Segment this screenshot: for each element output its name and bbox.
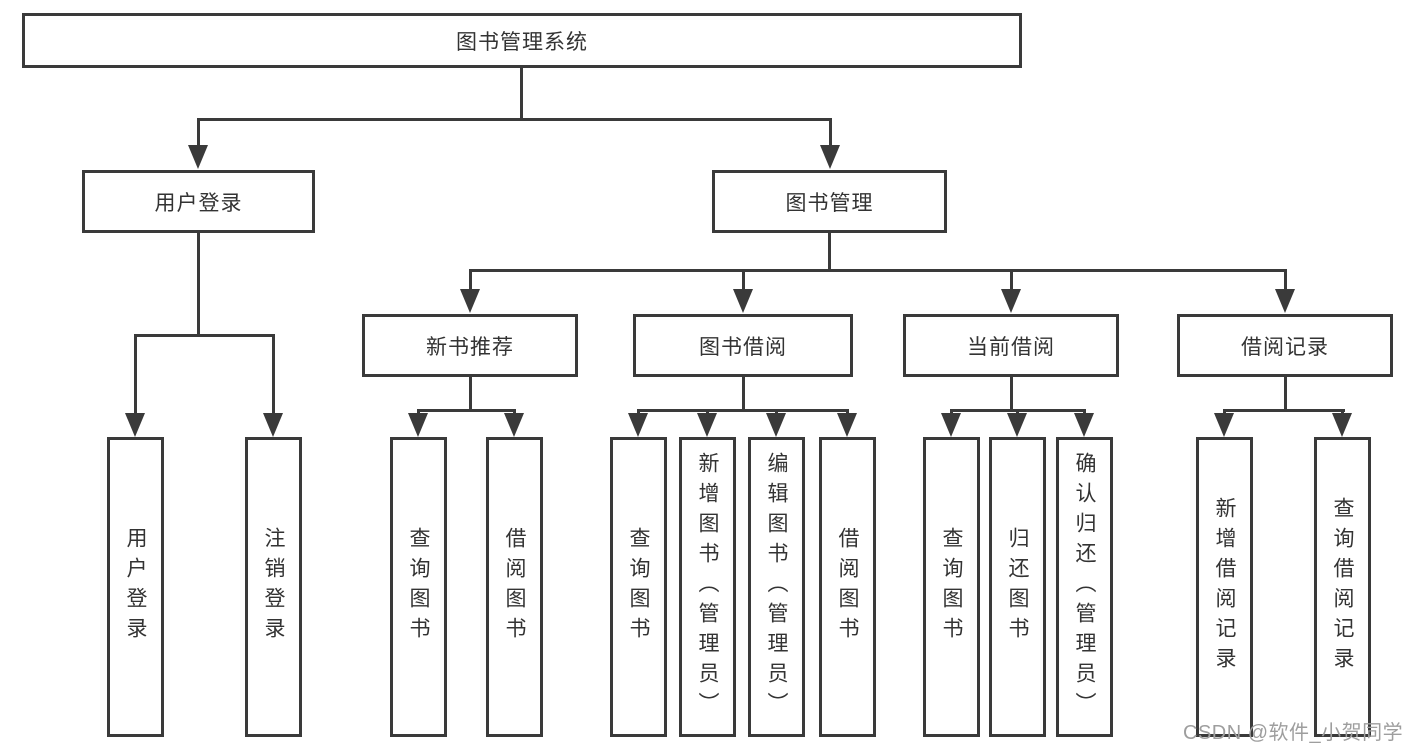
leaf-borrow-books: 借阅图书 xyxy=(819,437,876,737)
leaf-confirm-return-admin: 确认归还（管理员） xyxy=(1056,437,1113,737)
csdn-watermark: CSDN @软件_小贺同学 xyxy=(1183,722,1404,744)
leaf-return-book: 归还图书 xyxy=(989,437,1046,737)
node-current-borrowing: 当前借阅 xyxy=(903,314,1119,377)
arrowhead-down-icon xyxy=(628,413,648,437)
leaf-add-book-admin: 新增图书（管理员） xyxy=(679,437,736,737)
connector-line xyxy=(742,377,745,411)
node-label: 用户登录 xyxy=(124,527,147,647)
connector-line xyxy=(1223,409,1345,412)
node-label: 图书管理系统 xyxy=(456,30,588,54)
arrowhead-down-icon xyxy=(837,413,857,437)
arrowhead-down-icon xyxy=(504,413,524,437)
node-label: 当前借阅 xyxy=(967,335,1055,359)
arrowhead-down-icon xyxy=(1332,413,1352,437)
node-label: 借阅记录 xyxy=(1241,335,1329,359)
connector-line xyxy=(1284,377,1287,411)
connector-line xyxy=(417,409,516,412)
arrowhead-down-icon xyxy=(1001,289,1021,313)
connector-line xyxy=(1284,269,1287,291)
connector-line xyxy=(828,233,831,271)
node-root-system: 图书管理系统 xyxy=(22,13,1022,68)
node-borrow-records: 借阅记录 xyxy=(1177,314,1393,377)
node-user-login: 用户登录 xyxy=(82,170,315,233)
connector-line xyxy=(469,269,1287,272)
leaf-logout: 注销登录 xyxy=(245,437,302,737)
arrowhead-down-icon xyxy=(941,413,961,437)
node-label: 注销登录 xyxy=(262,527,285,647)
connector-line xyxy=(829,118,832,147)
arrowhead-down-icon xyxy=(697,413,717,437)
node-label: 新增图书（管理员） xyxy=(696,452,719,722)
arrowhead-down-icon xyxy=(1214,413,1234,437)
node-label: 查询图书 xyxy=(407,527,430,647)
leaf-edit-book-admin: 编辑图书（管理员） xyxy=(748,437,805,737)
leaf-query-books-borrowing: 查询图书 xyxy=(610,437,667,737)
connector-line xyxy=(197,118,832,121)
node-label: 新书推荐 xyxy=(426,335,514,359)
node-label: 编辑图书（管理员） xyxy=(765,452,788,722)
node-label: 图书借阅 xyxy=(699,335,787,359)
arrowhead-down-icon xyxy=(820,145,840,169)
connector-line xyxy=(469,377,472,411)
connector-line xyxy=(1010,269,1013,291)
node-label: 新增借阅记录 xyxy=(1213,497,1236,677)
arrowhead-down-icon xyxy=(460,289,480,313)
node-label: 用户登录 xyxy=(154,191,243,215)
leaf-query-books-current: 查询图书 xyxy=(923,437,980,737)
node-label: 查询借阅记录 xyxy=(1331,497,1354,677)
leaf-borrow-books-recommend: 借阅图书 xyxy=(486,437,543,737)
connector-line xyxy=(742,269,745,291)
arrowhead-down-icon xyxy=(263,413,283,437)
node-label: 借阅图书 xyxy=(503,527,526,647)
node-label: 图书管理 xyxy=(785,191,874,215)
connector-line xyxy=(197,233,200,336)
arrowhead-down-icon xyxy=(733,289,753,313)
connector-line xyxy=(520,68,523,120)
connector-line xyxy=(469,269,472,291)
leaf-user-login: 用户登录 xyxy=(107,437,164,737)
connector-line xyxy=(134,334,137,414)
node-label: 借阅图书 xyxy=(836,527,859,647)
arrowhead-down-icon xyxy=(125,413,145,437)
connector-line xyxy=(637,409,849,412)
arrowhead-down-icon xyxy=(1074,413,1094,437)
node-label: 确认归还（管理员） xyxy=(1073,452,1096,722)
leaf-add-borrow-record: 新增借阅记录 xyxy=(1196,437,1253,737)
leaf-query-borrow-record: 查询借阅记录 xyxy=(1314,437,1371,737)
connector-line xyxy=(272,334,275,414)
leaf-query-books-recommend: 查询图书 xyxy=(390,437,447,737)
arrowhead-down-icon xyxy=(1275,289,1295,313)
node-label: 查询图书 xyxy=(940,527,963,647)
node-new-book-recommend: 新书推荐 xyxy=(362,314,578,377)
arrowhead-down-icon xyxy=(766,413,786,437)
arrowhead-down-icon xyxy=(1007,413,1027,437)
connector-line xyxy=(197,118,200,147)
arrowhead-down-icon xyxy=(188,145,208,169)
node-label: 归还图书 xyxy=(1006,527,1029,647)
arrowhead-down-icon xyxy=(408,413,428,437)
node-label: 查询图书 xyxy=(627,527,650,647)
connector-line xyxy=(1010,377,1013,411)
node-book-borrowing: 图书借阅 xyxy=(633,314,853,377)
node-book-management: 图书管理 xyxy=(712,170,947,233)
connector-line xyxy=(134,334,275,337)
